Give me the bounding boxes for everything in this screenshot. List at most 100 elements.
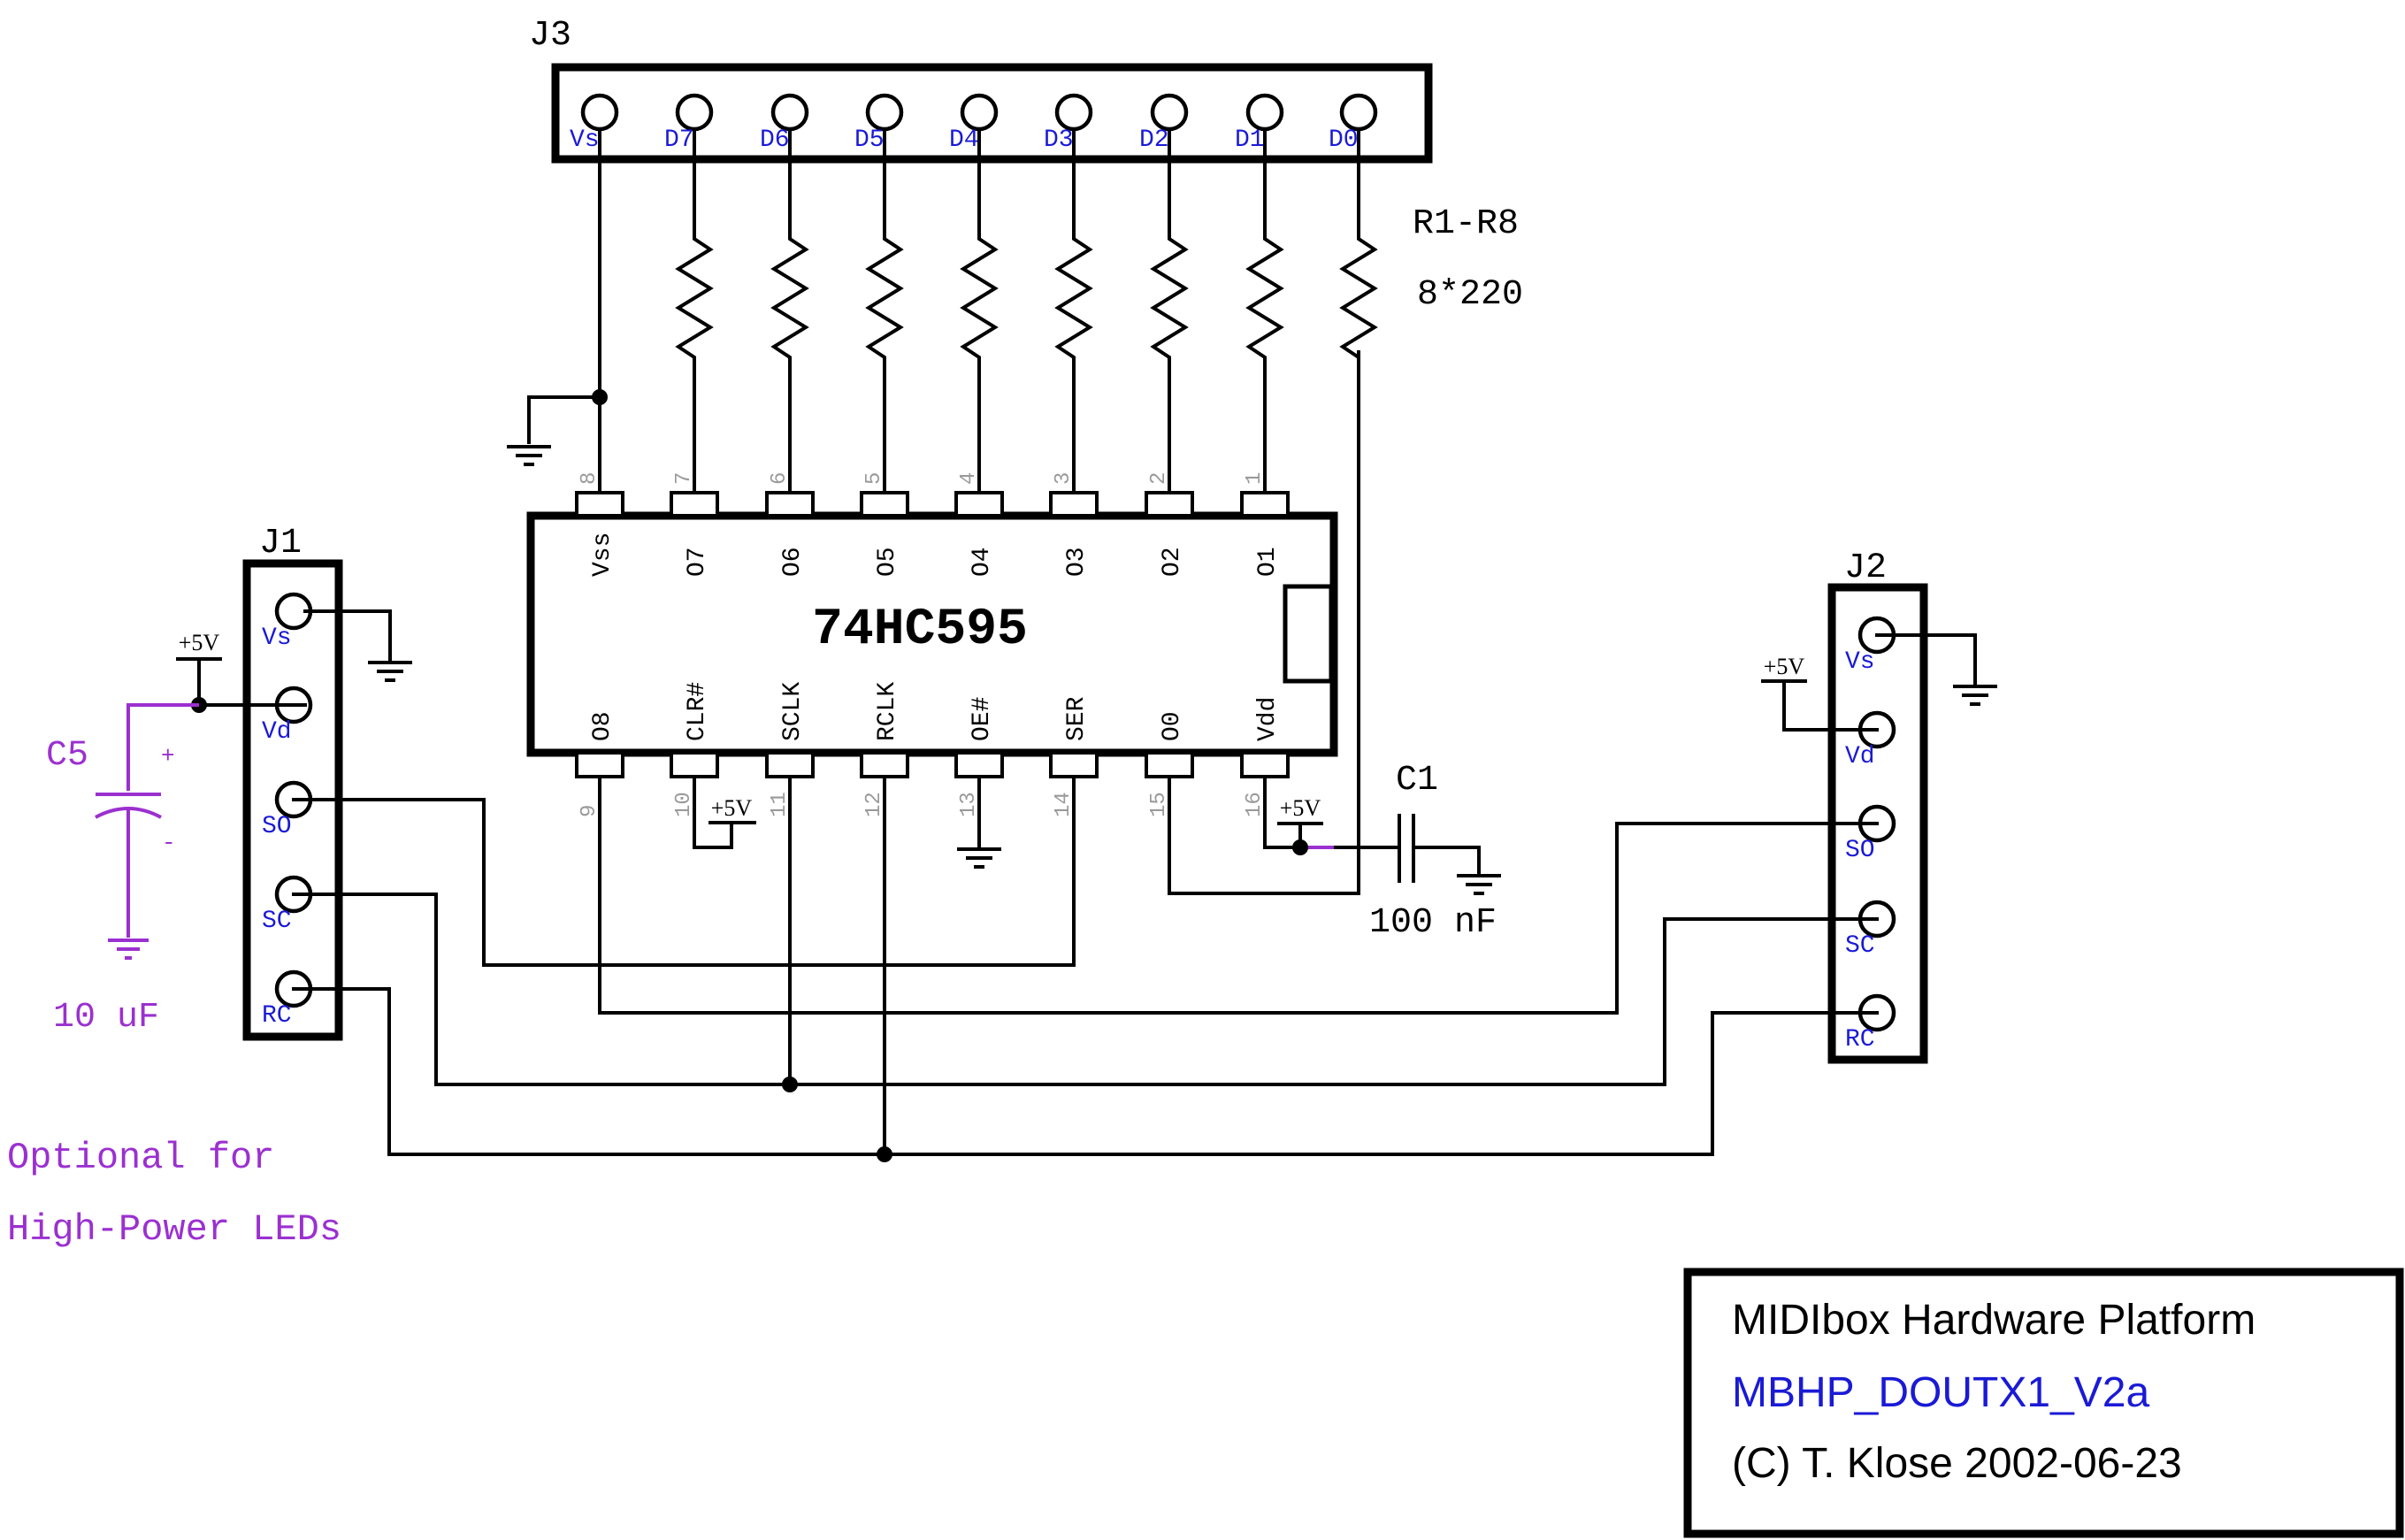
ground-j1-vs (303, 609, 412, 682)
power-label-clr: +5V (711, 795, 753, 821)
j3-pin-d1 (1245, 93, 1284, 132)
note-line-1: Optional for (7, 1137, 274, 1179)
j2-pin-label: Vd (1845, 743, 1875, 770)
ic-top-pin-4 (954, 491, 1004, 517)
ic-bottom-pin-15 (1145, 751, 1194, 778)
ic-pin-number: 12 (862, 792, 886, 817)
j2-pin-label: SO (1845, 837, 1875, 864)
ic-pin-number: 1 (1243, 472, 1267, 485)
ic-pin-label: OE# (969, 697, 996, 741)
title-block: MIDIbox Hardware Platform MBHP_DOUTX1_V2… (1683, 1268, 2404, 1538)
j3-pin-label: D1 (1235, 126, 1265, 154)
ic-bottom-pin-10 (670, 751, 719, 778)
title-platform: MIDIbox Hardware Platform (1732, 1297, 2256, 1344)
signal-wires (292, 350, 1879, 1162)
j3-pin-label: D6 (760, 126, 790, 154)
ic-pin-number: 13 (957, 792, 981, 817)
j2-pin-label: RC (1845, 1026, 1875, 1053)
c5-minus: - (162, 830, 176, 856)
ic-top-pin-5 (860, 491, 909, 517)
ic-pin-number: 6 (768, 472, 792, 485)
power-label-j2: +5V (1764, 654, 1805, 679)
capacitor-c1: +5V C1 100 nF (1263, 761, 1501, 943)
ic-pin-number: 2 (1147, 472, 1171, 485)
j2-name: J2 (1844, 548, 1887, 588)
ic-pin-number: 4 (957, 472, 981, 485)
ic-pin-number: 9 (578, 805, 601, 817)
j1-pin-label: Vd (262, 718, 292, 746)
j2-pin-label: SC (1845, 932, 1875, 960)
j1-name: J1 (259, 524, 302, 563)
resistor-7 (770, 127, 809, 494)
j3-pin-label: D0 (1329, 126, 1359, 154)
power-label-j1: +5V (179, 630, 220, 655)
ic-pin-number: 16 (1243, 792, 1267, 817)
ic-pin-label: SER (1063, 696, 1091, 741)
ic-pin-label: O3 (1063, 547, 1091, 577)
ic-bottom-pin-9 (575, 751, 624, 778)
ground-oe (957, 775, 1001, 869)
j3-pin-d7 (675, 93, 714, 132)
ic-top-pin-7 (670, 491, 719, 517)
j3-pin-d2 (1150, 93, 1189, 132)
ic-top-pin-8 (575, 491, 624, 517)
j1-pin-label: RC (262, 1002, 292, 1030)
j3-name: J3 (529, 16, 571, 56)
ic-pin-number: 5 (862, 472, 886, 485)
ic-pin-number: 11 (768, 792, 792, 817)
ic-pin-label: O6 (779, 547, 807, 577)
resistor-array (598, 127, 1378, 494)
j1-pin-label: SO (262, 813, 292, 840)
j3-pin-d0 (1339, 93, 1378, 132)
ic-pin-label: RCLK (874, 682, 901, 741)
ic-top-pin-3 (1049, 491, 1099, 517)
title-project: MBHP_DOUTX1_V2a (1732, 1369, 2149, 1416)
resistor-5 (960, 127, 999, 494)
j3-pin-d6 (770, 93, 809, 132)
ic-bottom-pin-11 (765, 751, 815, 778)
ic-pin-number: 10 (672, 792, 696, 817)
c1-value: 100 nF (1369, 903, 1497, 943)
ic-pin-label: Vss (589, 532, 617, 577)
j3-pin-d3 (1054, 93, 1093, 132)
j1-pin-label: Vs (262, 624, 292, 652)
ic-pin-label: O4 (969, 547, 996, 577)
c1-name: C1 (1396, 761, 1438, 801)
ic-pin-label: O7 (684, 547, 711, 577)
ic-bottom-pin-12 (860, 751, 909, 778)
j3-pin-label: D5 (854, 126, 885, 154)
ic-pin-number: 3 (1052, 472, 1076, 485)
c5-name: C5 (46, 736, 88, 776)
resistor-3 (1150, 127, 1189, 494)
ic-pin-label: O8 (589, 711, 617, 741)
j3-pin-label: D2 (1139, 126, 1169, 154)
ic-pin-label: O1 (1254, 547, 1282, 577)
ic-name: 74HC595 (812, 601, 1028, 659)
ic-pin-number: 15 (1147, 792, 1171, 817)
power-clr: +5V (693, 775, 756, 849)
ic-pin-label: Vdd (1254, 697, 1282, 741)
ic-pin-number: 8 (578, 472, 601, 485)
ground-j3-vs (507, 389, 608, 466)
ic-top-pin-2 (1145, 491, 1194, 517)
j2-pin-label: Vs (1845, 648, 1875, 676)
ic-bottom-pin-16 (1240, 751, 1290, 778)
resistor-4 (1054, 127, 1093, 494)
ic-bottom-pin-14 (1049, 751, 1099, 778)
j3-pin-d5 (865, 93, 904, 132)
j3-pin-label: D4 (949, 126, 979, 154)
ic-top-pin-6 (765, 491, 815, 517)
ic-pin-label: O5 (874, 547, 901, 577)
resistor-2 (1245, 127, 1284, 494)
ic-pin-label: CLR# (684, 682, 711, 741)
note-line-2: High-Power LEDs (7, 1208, 341, 1251)
power-label-vdd: +5V (1280, 795, 1321, 821)
resistor-6 (865, 127, 904, 494)
ic-pin-label: O2 (1159, 547, 1186, 577)
j3-pin-d4 (960, 93, 999, 132)
